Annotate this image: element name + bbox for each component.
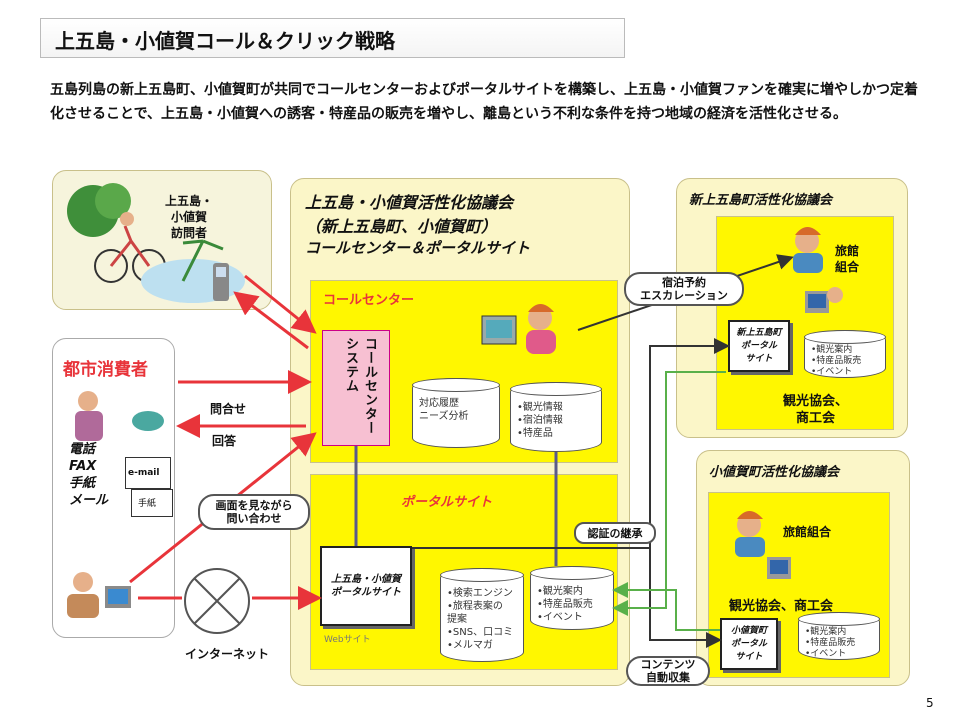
envelope-icon: 手紙: [131, 489, 173, 517]
callcenter-db1: 対応履歴 ニーズ分析: [412, 378, 500, 448]
visitors-panel: 上五島・ 小値賀 訪問者: [52, 170, 272, 310]
portal-db1: •検索エンジン •旅程表案の 提案 •SNS、口コミ •メルマガ: [440, 568, 524, 662]
operator-illustration: [481, 304, 556, 354]
callcenter-system-box: コールセンターシステム: [322, 330, 390, 446]
portal-db2: •観光案内 •特産品販売 •イベント: [530, 566, 614, 630]
shinkamigoto-inner: 旅館 組合 観光協会、 商工会: [716, 216, 894, 430]
inquiry-label: 問合せ: [210, 402, 247, 416]
computer-user-illustration: [67, 572, 131, 618]
callout-screen: 画面を見ながら 問い合わせ: [198, 494, 310, 530]
shinkamigoto-title: 新上五島町活性化協議会: [689, 193, 833, 208]
email-tag: e-mail: [128, 468, 160, 478]
shinkamigoto-ryokan: 旅館 組合: [835, 244, 860, 274]
consumer-channels: 電話 FAX 手紙 メール: [69, 442, 109, 508]
consumers-panel: 都市消費者 電話 FAX 手紙 メール e-mail 手紙: [52, 338, 175, 638]
callout-content: コンテンツ 自動収集: [626, 656, 710, 686]
shinkamigoto-people-illustration: [793, 227, 843, 313]
callcenter-label: コールセンター: [323, 293, 415, 308]
shinkamigoto-kanko: 観光協会、 商工会: [783, 394, 849, 426]
callout-auth: 認証の継承: [574, 522, 656, 544]
council-title-2: （新上五島町、小値賀町）: [305, 217, 498, 236]
title-box: 上五島・小値賀コール＆クリック戦略: [40, 18, 625, 58]
description: 五島列島の新上五島町、小値賀町が共同でコールセンターおよびポータルサイトを構築し…: [50, 82, 918, 122]
ojika-db: •観光案内 •特産品販売 •イベント: [798, 612, 880, 660]
letter-icon: e-mail: [125, 457, 171, 489]
shinkamigoto-db: •観光案内 •特産品販売 •イベント: [804, 330, 886, 378]
answer-label: 回答: [212, 434, 237, 448]
consumers-title: 都市消費者: [63, 360, 148, 380]
council-title-3: コールセンター＆ポータルサイト: [305, 239, 531, 257]
consumer-phone-illustration: [75, 391, 164, 441]
portal-label: ポータルサイト: [401, 495, 493, 510]
ojika-people-illustration: [735, 511, 791, 579]
shinkamigoto-portal: 新上五島町 ポータル サイト: [728, 320, 790, 372]
cyclist-illustration: [67, 183, 245, 303]
callcenter-system-label: コールセンターシステム: [343, 337, 377, 435]
ojika-ryokan: 旅館組合: [783, 525, 832, 539]
page-title: 上五島・小値賀コール＆クリック戦略: [55, 29, 395, 53]
internet-icon: [184, 568, 250, 634]
internet-label: インターネット: [185, 647, 270, 661]
callcenter-db2: •観光情報 •宿泊情報 •特産品: [510, 382, 602, 452]
letter-tag: 手紙: [138, 499, 157, 509]
council-title-1: 上五島・小値賀活性化協議会: [305, 193, 514, 212]
ojika-kanko: 観光協会、商工会: [729, 599, 834, 614]
callout-booking: 宿泊予約 エスカレーション: [624, 272, 744, 306]
visitors-label: 上五島・ 小値賀 訪問者: [165, 194, 214, 240]
web-site-label: Webサイト: [324, 635, 371, 645]
page-number: 5: [926, 696, 934, 710]
ojika-portal: 小値賀町 ポータル サイト: [720, 618, 778, 670]
portal-box: 上五島・小値賀 ポータルサイト: [320, 546, 412, 626]
ojika-title: 小値賀町活性化協議会: [709, 465, 840, 480]
